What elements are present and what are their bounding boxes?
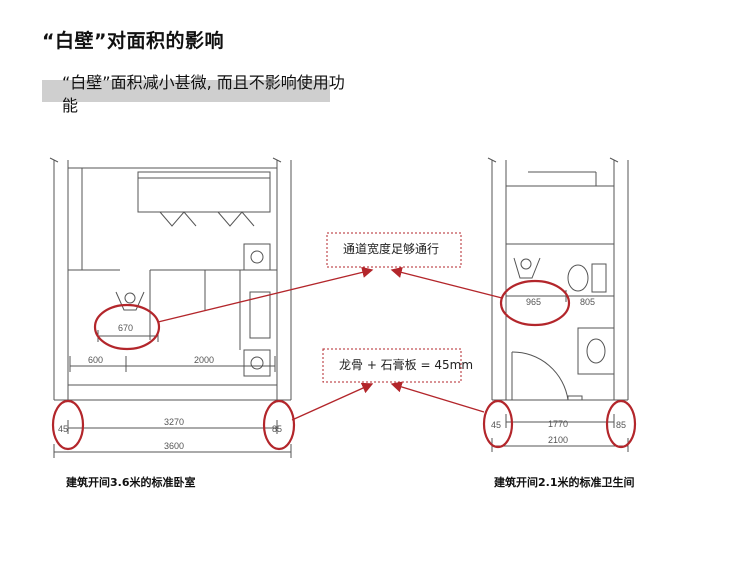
- dim-bedroom-85: 85: [272, 424, 282, 434]
- bedroom-caption: 建筑开间3.6米的标准卧室: [66, 476, 196, 489]
- dim-bedroom-600: 600: [88, 355, 103, 365]
- callout-passage-text: 通道宽度足够通行: [343, 242, 440, 256]
- callout-wall-text: 龙骨 + 石膏板 = 45mm: [339, 358, 474, 372]
- dim-bathroom-965: 965: [526, 297, 541, 307]
- dim-bedroom-670: 670: [118, 323, 133, 333]
- dim-bathroom-45: 45: [491, 420, 501, 430]
- highlight-wall-bedroom-right: [262, 399, 296, 451]
- arrow-passage-left: [157, 266, 374, 323]
- dim-bedroom-3600: 3600: [164, 441, 184, 451]
- dim-bathroom-2100: 2100: [548, 435, 568, 445]
- dim-bedroom-3270: 3270: [164, 417, 184, 427]
- dim-bathroom-85: 85: [616, 420, 626, 430]
- arrow-wall-left: [291, 382, 374, 421]
- dim-bathroom-805: 805: [580, 297, 595, 307]
- bedroom-plan: [49, 157, 292, 458]
- slide-title: “白壁”对面积的影响: [42, 30, 224, 52]
- highlight-wall-bathroom-right: [605, 399, 637, 449]
- highlight-passage-bathroom: [499, 279, 571, 327]
- dim-bedroom-45: 45: [58, 424, 68, 434]
- arrow-passage-right: [390, 266, 503, 299]
- bathroom-caption: 建筑开间2.1米的标准卫生间: [494, 476, 635, 489]
- dim-bedroom-2000: 2000: [194, 355, 214, 365]
- arrow-wall-right: [390, 381, 485, 413]
- highlight-wall-bathroom-left: [482, 399, 514, 449]
- highlight-passage-bedroom: [93, 303, 161, 351]
- dim-bathroom-1770: 1770: [548, 419, 568, 429]
- bathroom-plan: [487, 157, 629, 452]
- highlight-wall-bedroom-left: [51, 399, 85, 451]
- slide-subtitle: “白壁”面积减小甚微, 而且不影响使用功能: [62, 73, 345, 115]
- subtitle-highlight-bar: [42, 80, 330, 102]
